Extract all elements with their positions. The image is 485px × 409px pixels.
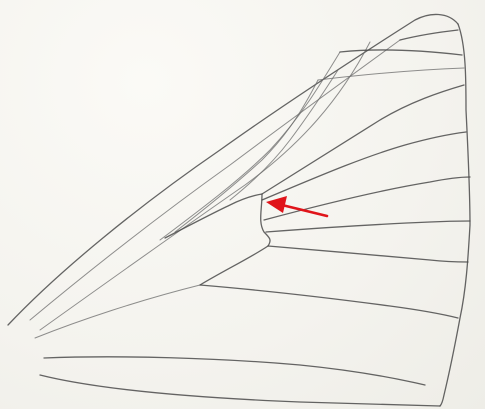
vein-m2 [262,132,466,200]
vein-apex-2 [340,50,462,55]
cubitus-vein [35,285,200,338]
vein-apex-3 [318,68,464,80]
vein-cu2 [268,246,468,262]
vein-apex-1 [400,30,458,40]
vein-cu1 [266,221,470,232]
inner-margin [40,375,440,406]
subcostal-vein [30,40,400,320]
vein-cu3 [200,285,458,318]
outer-margin [440,24,470,406]
radius-vein-1 [40,42,370,330]
wing-outline [8,14,470,406]
vein-m1 [262,85,464,194]
marginal-veins [200,30,470,318]
costal-margin [8,14,458,325]
cell-lower-edge [200,246,268,285]
vein-m3 [264,177,470,220]
anal-vein-lower [44,357,425,385]
arrow-head [266,196,287,213]
arrow-shaft [282,205,327,216]
